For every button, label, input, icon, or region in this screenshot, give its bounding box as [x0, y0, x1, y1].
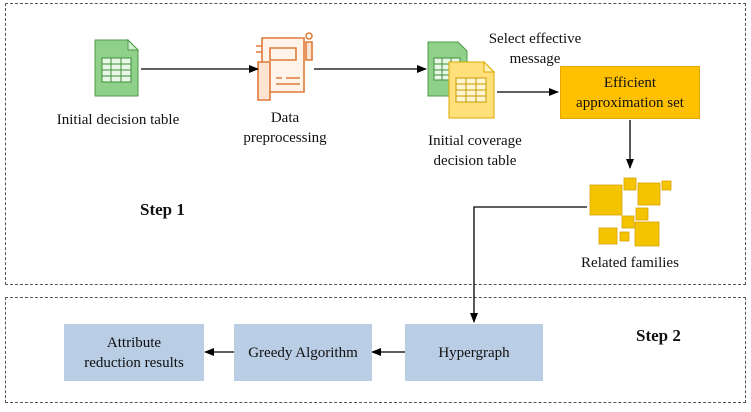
step2-frame — [5, 297, 746, 403]
step1-frame — [5, 3, 746, 285]
hypergraph-box: Hypergraph — [405, 324, 543, 381]
attribute-results-box: Attribute reduction results — [64, 324, 204, 381]
initial-coverage-label: Initial coverage decision table — [428, 133, 522, 169]
step2-label: Step 2 — [636, 326, 681, 345]
data-device-icon — [256, 32, 313, 101]
efficient-approximation-set-label: Efficient approximation set — [576, 74, 684, 111]
connector-arrows — [141, 65, 634, 356]
related-families-label: Related families — [581, 255, 679, 271]
initial-table-label: Initial decision table — [56, 112, 180, 128]
data-preprocessing-label: Data preprocessing — [243, 110, 327, 146]
related-families-icon — [589, 177, 672, 247]
spreadsheet-icon — [94, 38, 140, 97]
select-message-label: Select effective message — [488, 31, 582, 67]
greedy-algorithm-label: Greedy Algorithm — [248, 344, 358, 361]
attribute-results-label: Attribute reduction results — [84, 334, 184, 371]
hypergraph-label: Hypergraph — [438, 344, 510, 361]
step1-label: Step 1 — [140, 200, 185, 219]
efficient-approximation-set-box: Efficient approximation set — [560, 66, 700, 119]
stacked-spreadsheet-icon — [427, 41, 496, 119]
greedy-algorithm-box: Greedy Algorithm — [234, 324, 372, 381]
